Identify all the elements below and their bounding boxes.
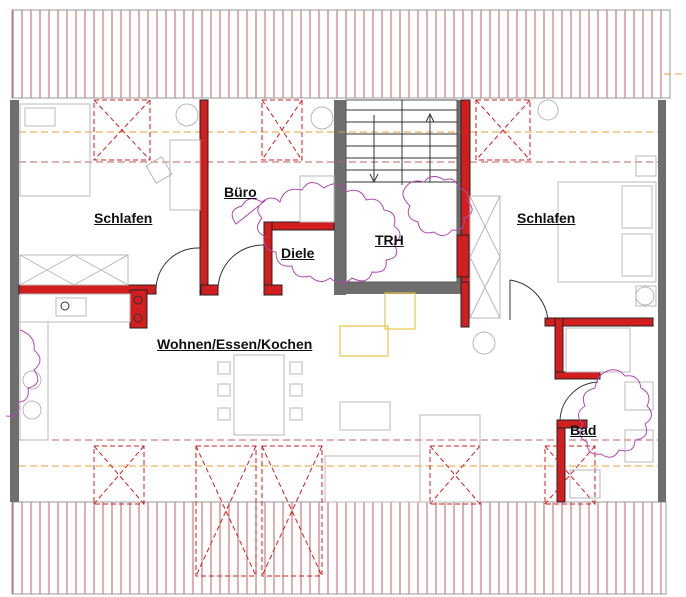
room-label-buero: Büro bbox=[224, 184, 257, 200]
furniture bbox=[19, 99, 657, 503]
room-label-wohnen: Wohnen/Essen/Kochen bbox=[157, 336, 313, 352]
room-label-schlafen-left: Schlafen bbox=[94, 210, 153, 226]
room-label-bad: Bad bbox=[570, 422, 597, 438]
highlight-zone bbox=[339, 292, 416, 357]
staircase bbox=[345, 99, 458, 283]
revision-clouds bbox=[5, 176, 652, 458]
existing-walls bbox=[10, 100, 666, 502]
kitchen-hob bbox=[60, 295, 143, 323]
room-label-diele: Diele bbox=[281, 245, 315, 261]
roof-top bbox=[11, 9, 671, 99]
roof-bottom bbox=[11, 501, 667, 595]
room-label-trh: TRH bbox=[375, 232, 404, 248]
beam-lines bbox=[19, 73, 686, 467]
room-label-schlafen-right: Schlafen bbox=[517, 210, 576, 226]
door-swings bbox=[155, 244, 599, 421]
skylights bbox=[93, 99, 596, 577]
